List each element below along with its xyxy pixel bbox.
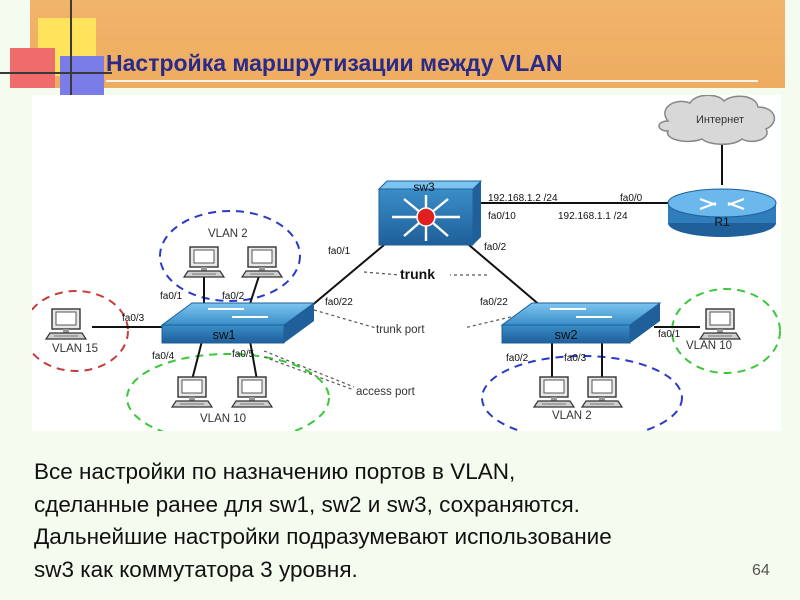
ip-r1-label: 192.168.1.1 /24 — [558, 211, 628, 222]
vlan10-sw2-label: VLAN 10 — [686, 340, 732, 352]
port-sw3-sw1-label: fa0/1 — [328, 246, 351, 257]
title-banner — [30, 0, 785, 88]
internet-label: Интернет — [696, 114, 744, 126]
decor-blue-square — [60, 56, 104, 96]
vlan15-ellipse — [32, 290, 129, 372]
port-sw2-uplink-label: fa0/22 — [480, 297, 508, 308]
pc-icon — [581, 376, 623, 408]
trunk-label: trunk — [400, 266, 435, 282]
pc-icon — [45, 308, 87, 340]
body-line: Дальнейшие настройки подразумевают испол… — [34, 524, 612, 549]
link-sw3-sw1 — [309, 244, 385, 308]
trunk-port-callout-left — [313, 309, 377, 329]
pc-icon — [183, 246, 225, 278]
pc-icon — [241, 246, 283, 278]
vlan2-sw1-label: VLAN 2 — [208, 228, 248, 240]
network-diagram: Интернет R1 — [32, 95, 781, 431]
internet-cloud: Интернет — [658, 95, 776, 145]
sw1-label: sw1 — [212, 327, 235, 342]
access-port-callout-2 — [263, 350, 355, 388]
decor-horizontal-line — [0, 72, 112, 74]
port-sw2-fa02-label: fa0/2 — [506, 353, 529, 364]
decor-vertical-line — [70, 0, 72, 102]
port-sw1-fa03-label: fa0/3 — [122, 313, 145, 324]
body-line: сделанные ранее для sw1, sw2 и sw3, сохр… — [34, 491, 580, 517]
router-r1: R1 — [667, 188, 777, 237]
page-number: 64 — [752, 562, 770, 579]
switch-sw3: sw3 — [377, 180, 483, 246]
link-sw1-pc4 — [191, 340, 203, 381]
port-sw2-fa03-label: fa0/3 — [564, 353, 587, 364]
pc-icon — [171, 376, 213, 408]
body-text: Все настройки по назначению портов в VLA… — [34, 456, 754, 586]
switch-sw2: sw2 — [500, 302, 662, 344]
title-underline — [106, 80, 758, 82]
vlan2-sw1-ellipse — [159, 210, 301, 302]
decor-red-square — [10, 48, 55, 88]
switch-arrows-icon — [208, 308, 268, 318]
vlan2-sw2-ellipse — [481, 355, 683, 431]
port-sw3-sw2-label: fa0/2 — [484, 242, 507, 253]
port-sw3-r1-label: fa0/10 — [488, 211, 516, 222]
pc-icon — [699, 308, 741, 340]
body-line: Все настройки по назначению портов в VLA… — [34, 459, 516, 484]
body-line: sw3 как коммутатора 3 уровня. — [34, 556, 358, 582]
slide-title: Настройка маршрутизации между VLAN — [106, 50, 563, 76]
switch-arrows-icon — [550, 308, 612, 318]
port-sw1-fa04-label: fa0/4 — [152, 351, 175, 362]
network-diagram-svg: Интернет R1 — [32, 95, 781, 431]
sw3-label: sw3 — [413, 180, 435, 194]
router-arrows-icon — [699, 197, 745, 211]
port-sw1-fa01-label: fa0/1 — [160, 291, 183, 302]
vlan10-sw2-ellipse — [671, 288, 781, 374]
port-r1-label: fa0/0 — [620, 193, 643, 204]
access-port-label: access port — [356, 386, 416, 398]
vlan15-label: VLAN 15 — [52, 343, 98, 355]
vlan2-sw2-label: VLAN 2 — [552, 410, 592, 422]
link-sw3-sw2 — [468, 244, 543, 308]
port-sw2-fa01-label: fa0/1 — [658, 329, 681, 340]
port-sw1-fa02-label: fa0/2 — [222, 291, 245, 302]
link-sw1-pc5 — [249, 340, 258, 381]
sw2-label: sw2 — [554, 327, 577, 342]
pc-icon — [533, 376, 575, 408]
pc-icon — [231, 376, 273, 408]
switch-sw1: sw1 — [160, 302, 316, 344]
port-sw1-fa05-label: fa0/5 — [232, 349, 255, 360]
router-label: R1 — [714, 215, 730, 229]
vlan10-sw1-ellipse — [126, 353, 330, 431]
vlan10-sw1-label: VLAN 10 — [200, 413, 246, 425]
port-sw1-uplink-label: fa0/22 — [325, 297, 353, 308]
trunk-port-label: trunk port — [376, 324, 425, 336]
trunk-callout-left — [363, 271, 401, 276]
access-port-callout-1 — [263, 356, 355, 391]
ip-sw3-label: 192.168.1.2 /24 — [488, 193, 558, 204]
